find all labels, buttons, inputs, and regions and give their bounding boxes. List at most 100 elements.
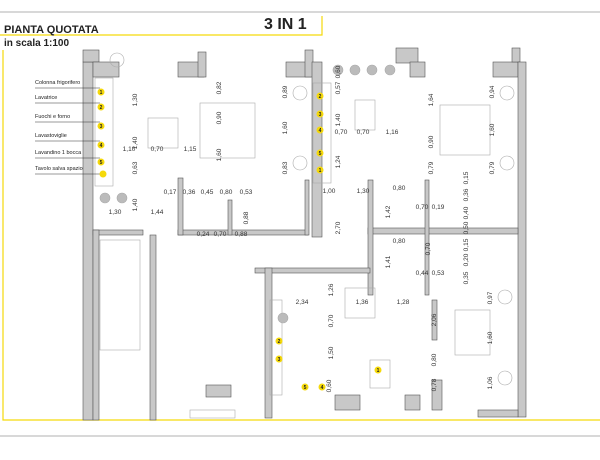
dimension-label: 1,40 (132, 136, 139, 149)
dimension-label: 0,36 (183, 189, 196, 196)
dimension-label: 0,60 (335, 65, 342, 78)
furniture-piece (312, 82, 332, 184)
nightstand-lamp (499, 85, 515, 101)
dimension-label: 0,80 (393, 238, 406, 245)
wall-segment (431, 299, 438, 341)
dimension-label: 1,50 (328, 346, 335, 359)
dimension-label: 0,17 (164, 189, 177, 196)
dimension-label: 1,30 (357, 188, 370, 195)
wall-segment (227, 199, 233, 236)
appliance-marker (374, 366, 382, 374)
wall-segment (177, 177, 184, 236)
dimension-label: 1,00 (323, 188, 336, 195)
dimension-label: 1,30 (109, 209, 122, 216)
dimension-label: 0,70 (151, 146, 164, 153)
dimension-label: 0,20 (463, 253, 470, 266)
plan-frame (2, 50, 600, 421)
appliance-marker (318, 383, 326, 391)
dimension-label: 0,94 (489, 85, 496, 98)
nightstand-lamp (292, 155, 308, 171)
dimension-label: 0,35 (463, 271, 470, 284)
furniture-piece (269, 299, 283, 396)
appliance-marker-number: 2 (100, 105, 103, 111)
dimension-label: 1,16 (386, 129, 399, 136)
dimension-label: 0,88 (243, 211, 250, 224)
dimension-label: 0,15 (463, 238, 470, 251)
dimension-label: 0,89 (282, 85, 289, 98)
dimension-label: 0,50 (463, 221, 470, 234)
dimension-label: 1,60 (282, 121, 289, 134)
dimension-label: 2,34 (296, 299, 309, 306)
appliance-marker (316, 126, 324, 134)
nightstand-lamp (499, 155, 515, 171)
dimension-label: 1,24 (335, 155, 342, 168)
dimension-label: 1,60 (489, 123, 496, 136)
dimension-label: 1,40 (132, 198, 139, 211)
appliance-marker (316, 166, 324, 174)
dimension-label: 0,79 (428, 161, 435, 174)
chair (116, 192, 128, 204)
legend-item: Colonna frigorifero (35, 80, 81, 86)
appliance-marker-number: 3 (278, 357, 281, 363)
title-frame (0, 16, 323, 36)
wall-segment (311, 61, 323, 238)
appliance-marker (97, 158, 105, 166)
dimension-label: 1,41 (385, 255, 392, 268)
wall-segment (82, 61, 94, 421)
chair (99, 192, 111, 204)
furniture-piece (354, 99, 376, 131)
table-marker (99, 170, 107, 178)
furniture-piece (94, 77, 114, 187)
dimension-label: 0,63 (132, 161, 139, 174)
appliance-marker (316, 92, 324, 100)
furniture-piece (369, 359, 391, 389)
appliance-marker-number: 4 (100, 143, 103, 149)
brand-title: 3 IN 1 (264, 16, 307, 33)
appliance-marker (97, 103, 105, 111)
dimension-label: 0,80 (393, 185, 406, 192)
dimension-label: 0,80 (431, 353, 438, 366)
dimension-label: 1,40 (335, 113, 342, 126)
nightstand-lamp (109, 52, 125, 68)
appliance-marker (97, 122, 105, 130)
appliance-marker-number: 1 (100, 90, 103, 96)
wall-segment (404, 394, 421, 411)
furniture-piece (439, 104, 491, 156)
wall-segment (205, 384, 232, 398)
wall-segment (82, 49, 100, 63)
dimension-label: 1,30 (132, 93, 139, 106)
dimension-label: 0,19 (432, 204, 445, 211)
dimension-label: 0,78 (431, 378, 438, 391)
wall-segment (304, 179, 310, 236)
appliance-marker-number: 2 (278, 339, 281, 345)
wall-segment (517, 61, 527, 418)
wall-segment (477, 409, 519, 418)
dimension-label: 0,79 (489, 161, 496, 174)
dimension-label: 1,26 (328, 283, 335, 296)
dimension-label: 0,40 (463, 206, 470, 219)
appliance-marker (275, 337, 283, 345)
chair (384, 64, 396, 76)
dimension-label: 1,15 (184, 146, 197, 153)
dimension-label: 0,90 (216, 111, 223, 124)
appliance-marker (301, 383, 309, 391)
dimension-label: 0,88 (235, 231, 248, 238)
dimension-label: 1,10 (123, 146, 136, 153)
wall-segment (367, 179, 374, 296)
dimension-label: 1,60 (487, 331, 494, 344)
dimension-label: 0,80 (220, 189, 233, 196)
wall-segment (367, 227, 519, 235)
dimension-label: 0,36 (463, 188, 470, 201)
wall-segment (149, 234, 157, 421)
furniture-piece (147, 117, 179, 149)
dimension-label: 0,70 (214, 231, 227, 238)
dimension-label: 0,70 (335, 129, 348, 136)
wall-segment (409, 61, 426, 78)
appliance-marker-number: 5 (319, 151, 322, 157)
wall-segment (92, 229, 144, 236)
dimension-label: 2,70 (335, 221, 342, 234)
dimension-label: 0,24 (197, 231, 210, 238)
dimension-label: 0,70 (328, 314, 335, 327)
appliance-marker-number: 4 (321, 385, 324, 391)
appliance-marker-number: 2 (319, 94, 322, 100)
